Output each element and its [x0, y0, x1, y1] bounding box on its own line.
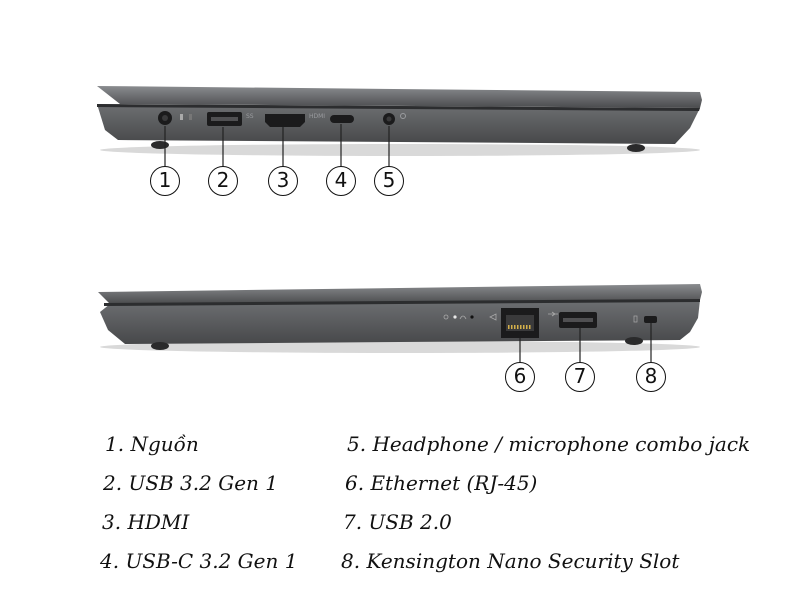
callout-7: 7: [565, 362, 595, 392]
base: [100, 300, 700, 344]
callout-1: 1: [150, 166, 180, 196]
legend-item-7: 7. USB 2.0: [343, 510, 452, 534]
foot-left: [151, 141, 169, 149]
hdmi-mark: HDMI: [309, 113, 325, 120]
ethernet-port: [501, 308, 539, 338]
legend-item-8: 8. Kensington Nano Security Slot: [341, 549, 680, 573]
callout-4: 4: [326, 166, 356, 196]
hdmi-port: [265, 114, 305, 127]
callout-8: 8: [636, 362, 666, 392]
seam: [97, 104, 700, 111]
usb-superspeed-mark: SS: [246, 113, 254, 120]
audio-jack: [383, 113, 406, 125]
legend-item-4: 4. USB-C 3.2 Gen 1: [100, 549, 298, 573]
callout-6: 6: [505, 362, 535, 392]
usb-a-port: [207, 112, 242, 126]
usb-2-port: [548, 311, 597, 328]
callout-2: 2: [208, 166, 238, 196]
power-port: [158, 111, 192, 125]
usb-c-port: [330, 115, 354, 123]
foot-left: [151, 342, 169, 350]
legend-item-2: 2. USB 3.2 Gen 1: [103, 471, 278, 495]
laptop-left-side-illustration: SS HDMI: [97, 86, 702, 167]
laptop-right-side-illustration: [98, 284, 702, 362]
callout-lines: [164, 124, 390, 167]
foot-right: [625, 337, 643, 345]
seam: [104, 299, 700, 306]
shadow: [100, 341, 700, 353]
laptop-right-side: [0, 270, 800, 400]
callout-lines: [519, 323, 652, 362]
laptop-left-side: SS HDMI: [0, 70, 800, 200]
status-indicators: [443, 313, 497, 321]
foot-right: [627, 144, 645, 152]
lid: [97, 86, 702, 108]
legend-item-6: 6. Ethernet (RJ-45): [345, 471, 538, 495]
callout-3: 3: [268, 166, 298, 196]
base: [97, 104, 700, 144]
shadow: [100, 144, 700, 156]
legend-item-1: 1. Nguồn: [105, 432, 199, 456]
kensington-slot: [633, 315, 657, 323]
legend-item-5: 5. Headphone / microphone combo jack: [347, 432, 751, 456]
legend-item-3: 3. HDMI: [102, 510, 190, 534]
lid: [98, 284, 702, 304]
callout-5: 5: [374, 166, 404, 196]
